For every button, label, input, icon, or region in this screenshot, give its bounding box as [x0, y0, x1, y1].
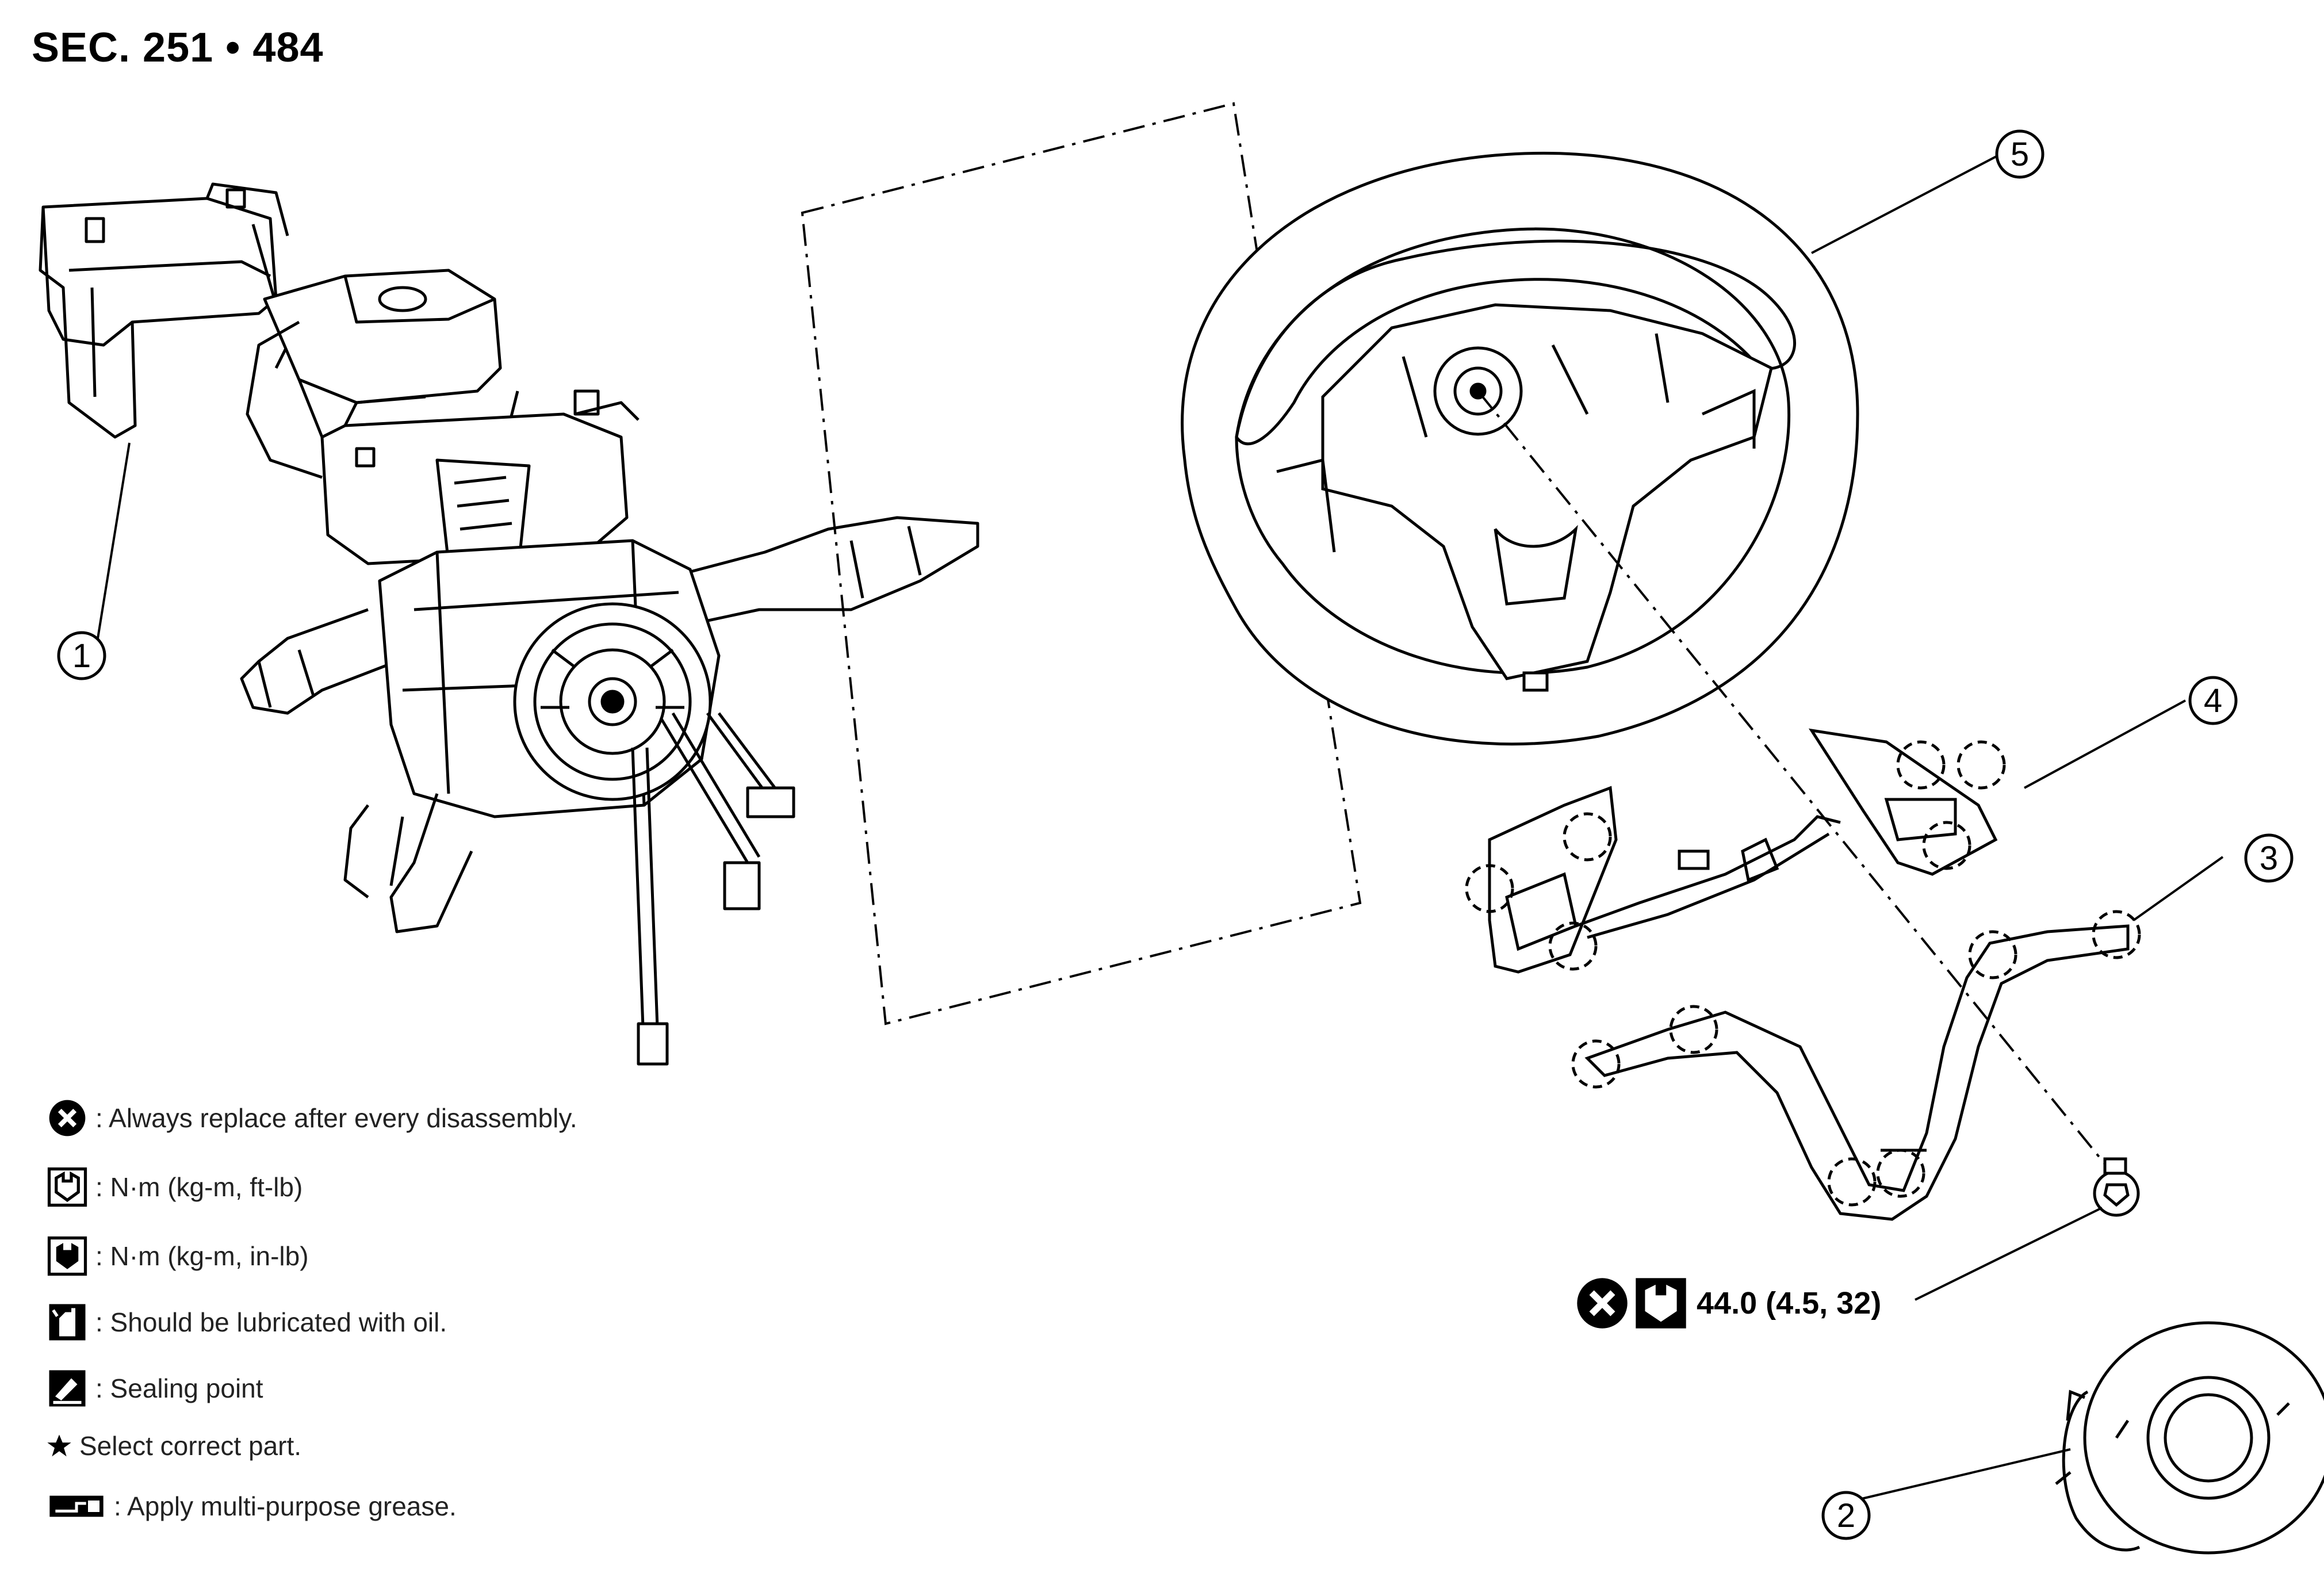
legend-row: : N·m (kg-m, in-lb): [45, 1234, 309, 1279]
grease-icon: [49, 1495, 104, 1517]
steering-wheel: [1181, 152, 1859, 746]
clip-locations: [1465, 740, 2141, 1207]
legend-row: : Always replace after every disassembly…: [45, 1096, 577, 1140]
steering-switches: [1488, 728, 1998, 974]
driver-air-bag-module: [2055, 1321, 2324, 1555]
svg-text:4: 4: [2204, 682, 2222, 719]
legend-text: : Sealing point: [95, 1373, 263, 1403]
legend-row: : N·m (kg-m, ft-lb): [45, 1165, 303, 1209]
svg-text:3: 3: [2260, 840, 2278, 877]
legend-text: : Apply multi-purpose grease.: [114, 1491, 457, 1521]
callout-3: 3: [2244, 833, 2294, 883]
legend-text: : Always replace after every disassembly…: [95, 1103, 577, 1133]
torque-spec: 44.0 (4.5, 32): [1576, 1277, 1881, 1330]
steering-wheel-bolt: [2093, 1157, 2140, 1217]
legend-row: Select correct part.: [45, 1423, 301, 1468]
callout-2: 2: [1821, 1491, 1871, 1540]
steering-column-assembly: [39, 182, 979, 1066]
torque-ft-lb-icon: [47, 1167, 87, 1207]
torque-value: 44.0 (4.5, 32): [1697, 1286, 1882, 1320]
callout-4: 4: [2188, 676, 2238, 725]
legend-row: : Sealing point: [45, 1366, 263, 1411]
leader-lines: [97, 154, 2224, 1502]
svg-text:5: 5: [2011, 136, 2029, 173]
section-title: SEC. 251 • 484: [32, 25, 324, 71]
svg-text:1: 1: [72, 637, 91, 675]
star-icon: [47, 1434, 71, 1457]
svg-text:2: 2: [1837, 1497, 1855, 1534]
torque-in-lb-icon: [47, 1236, 87, 1276]
callout-1: 1: [57, 631, 106, 680]
always-replace-icon: [49, 1100, 86, 1136]
legend-text: : N·m (kg-m, ft-lb): [95, 1172, 303, 1202]
legend-row: : Apply multi-purpose grease.: [45, 1484, 457, 1529]
sealing-point-icon: [49, 1370, 86, 1407]
legend-text: : Should be lubricated with oil.: [95, 1307, 447, 1337]
callout-5: 5: [1995, 129, 2044, 179]
installation-outline: [801, 102, 1362, 1025]
legend-row: : Should be lubricated with oil.: [45, 1300, 447, 1345]
always-replace-icon: [1577, 1278, 1628, 1329]
assembly-axis: [1477, 390, 2109, 1169]
torque-ft-lb-icon: [1636, 1278, 1686, 1329]
lower-finisher: [1584, 924, 2130, 1221]
legend-text: Select correct part.: [79, 1431, 302, 1461]
legend-text: : N·m (kg-m, in-lb): [95, 1241, 309, 1271]
oil-can-icon: [49, 1304, 86, 1341]
